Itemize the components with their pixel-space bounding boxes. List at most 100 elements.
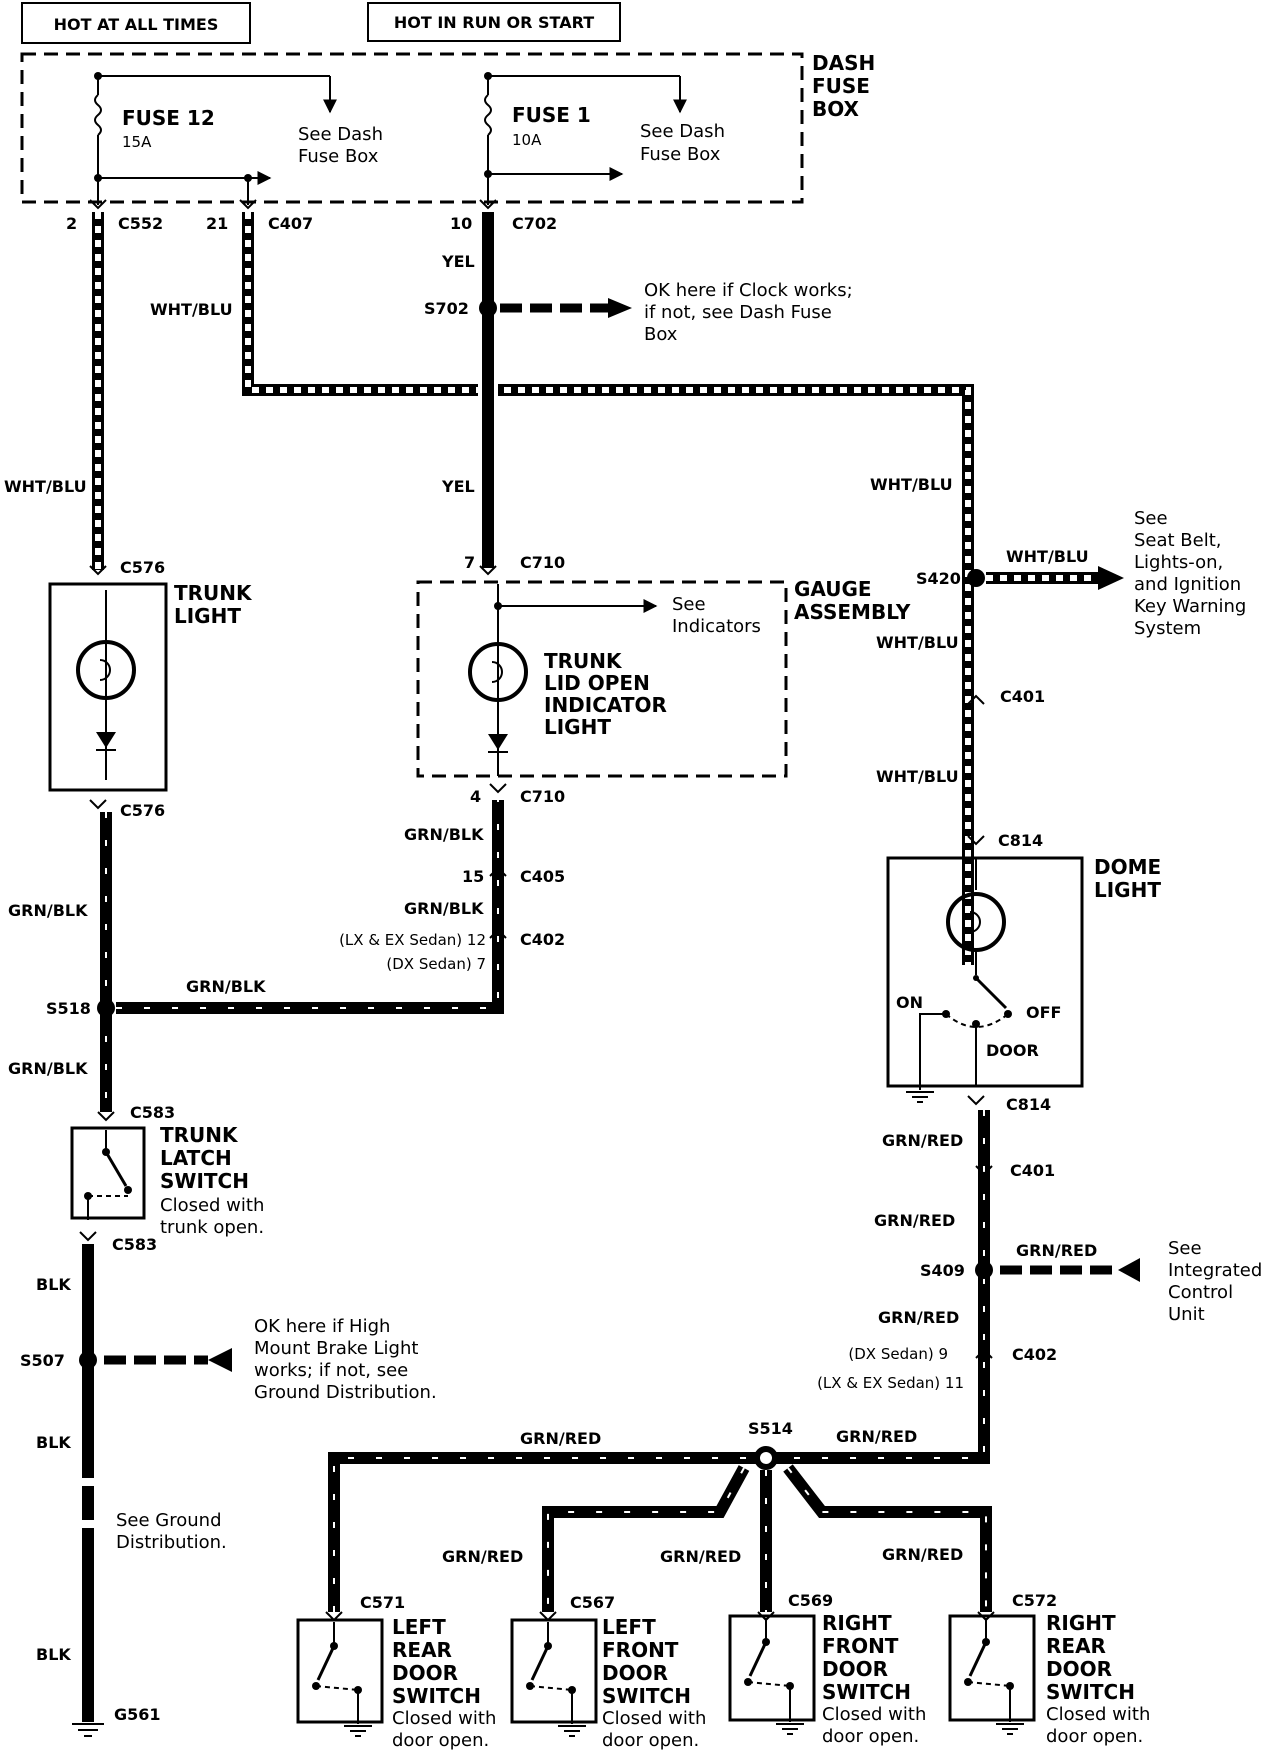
wire-grn-red-right: GRN/RED C401 GRN/RED GRN/RED (DX Sedan) …	[770, 1110, 1057, 1464]
svg-text:HOT IN RUN OR START: HOT IN RUN OR START	[394, 13, 594, 32]
svg-text:C576: C576	[120, 558, 165, 577]
svg-text:LEFT: LEFT	[392, 1615, 446, 1639]
svg-text:C552: C552	[118, 214, 163, 233]
svg-text:C401: C401	[1010, 1161, 1055, 1180]
wire-wht-blu-c552: WHT/BLU	[4, 212, 104, 570]
svg-text:4: 4	[470, 787, 481, 806]
svg-text:10A: 10A	[512, 131, 542, 149]
gauge-assembly: 7 C710 GAUGE ASSEMBLY See Indicators TRU…	[416, 553, 911, 806]
svg-text:C567: C567	[570, 1593, 615, 1612]
svg-text:FUSE 12: FUSE 12	[122, 106, 215, 130]
svg-text:DOOR: DOOR	[822, 1657, 888, 1681]
svg-text:ON: ON	[896, 993, 923, 1012]
svg-text:Fuse Box: Fuse Box	[298, 146, 379, 167]
svg-text:DOOR: DOOR	[1046, 1657, 1112, 1681]
svg-text:(LX & EX Sedan) 12: (LX & EX Sedan) 12	[339, 931, 486, 949]
svg-text:LIGHT: LIGHT	[1094, 878, 1161, 902]
svg-text:HOT AT ALL TIMES: HOT AT ALL TIMES	[54, 15, 219, 34]
svg-text:See Dash: See Dash	[640, 121, 725, 142]
svg-text:C710: C710	[520, 787, 565, 806]
svg-text:Unit: Unit	[1168, 1304, 1205, 1325]
svg-text:System: System	[1134, 618, 1201, 639]
svg-text:Closed with: Closed with	[602, 1708, 706, 1729]
header-hot-at-all-times: HOT AT ALL TIMES	[21, 2, 251, 44]
svg-text:TRUNK: TRUNK	[174, 581, 253, 605]
svg-text:G561: G561	[114, 1705, 161, 1724]
splice-s420: S420 WHT/BLU See Seat Belt, Lights-on, a…	[916, 508, 1246, 639]
svg-text:FUSE: FUSE	[812, 74, 870, 98]
svg-text:FUSE 1: FUSE 1	[512, 103, 591, 127]
svg-text:REAR: REAR	[1046, 1634, 1106, 1658]
svg-text:Closed with: Closed with	[160, 1195, 264, 1216]
svg-text:GRN/RED: GRN/RED	[874, 1211, 955, 1230]
svg-text:GRN/RED: GRN/RED	[882, 1545, 963, 1564]
dome-light: C814 DOME LIGHT ON OFF DOOR C814	[886, 831, 1161, 1114]
svg-text:C576: C576	[120, 801, 165, 820]
svg-text:Indicators: Indicators	[672, 616, 761, 637]
fuse-1: FUSE 1 10A See Dash Fuse Box	[484, 72, 725, 205]
left-rear-door-switch: C571 LEFT REAR DOOR SWITCH Closed with d…	[296, 1593, 496, 1751]
svg-text:C702: C702	[512, 214, 557, 233]
svg-text:BLK: BLK	[36, 1433, 71, 1452]
svg-text:DOME: DOME	[1094, 855, 1161, 879]
connector-c401-top: C401	[967, 687, 1045, 706]
svg-text:GRN/RED: GRN/RED	[878, 1308, 959, 1327]
svg-text:DOOR: DOOR	[986, 1041, 1039, 1060]
wire-blk: BLK BLK BLK See Ground Distribution. G56…	[36, 1244, 227, 1737]
right-front-door-switch: C569 RIGHT FRONT DOOR SWITCH Closed with…	[728, 1591, 926, 1747]
svg-text:C710: C710	[520, 553, 565, 572]
svg-text:TRUNK: TRUNK	[160, 1123, 239, 1147]
svg-text:C401: C401	[1000, 687, 1045, 706]
splice-s507: S507 OK here if High Mount Brake Light w…	[20, 1316, 437, 1403]
svg-text:BLK: BLK	[36, 1275, 71, 1294]
svg-text:Closed with: Closed with	[822, 1704, 926, 1725]
svg-text:(LX & EX Sedan) 11: (LX & EX Sedan) 11	[817, 1374, 964, 1392]
svg-text:SWITCH: SWITCH	[822, 1680, 911, 1704]
svg-text:trunk open.: trunk open.	[160, 1217, 264, 1238]
svg-text:Integrated: Integrated	[1168, 1260, 1262, 1281]
svg-text:(DX Sedan) 7: (DX Sedan) 7	[386, 955, 486, 973]
svg-text:REAR: REAR	[392, 1638, 452, 1662]
svg-text:FRONT: FRONT	[602, 1638, 679, 1662]
svg-text:See: See	[1134, 508, 1168, 529]
svg-text:LID OPEN: LID OPEN	[544, 671, 650, 695]
svg-text:FRONT: FRONT	[822, 1634, 899, 1658]
splice-s409: S409 GRN/RED See Integrated Control Unit	[920, 1238, 1262, 1325]
svg-text:door open.: door open.	[822, 1726, 919, 1747]
svg-text:C405: C405	[520, 867, 565, 886]
svg-text:GRN/BLK: GRN/BLK	[186, 977, 266, 996]
svg-text:SWITCH: SWITCH	[392, 1684, 481, 1708]
svg-text:DASH: DASH	[812, 51, 875, 75]
svg-text:C569: C569	[788, 1591, 833, 1610]
svg-text:S507: S507	[20, 1351, 65, 1370]
svg-text:C571: C571	[360, 1593, 405, 1612]
svg-text:C814: C814	[998, 831, 1043, 850]
wire-yel: YEL YEL	[441, 212, 494, 568]
svg-text:GRN/RED: GRN/RED	[660, 1547, 741, 1566]
svg-text:WHT/BLU: WHT/BLU	[1006, 547, 1089, 566]
svg-text:15A: 15A	[122, 133, 152, 151]
svg-text:Control: Control	[1168, 1282, 1233, 1303]
svg-text:BOX: BOX	[812, 97, 860, 121]
svg-text:if not, see Dash Fuse: if not, see Dash Fuse	[644, 302, 832, 323]
svg-text:GAUGE: GAUGE	[794, 577, 872, 601]
svg-text:GRN/BLK: GRN/BLK	[404, 825, 484, 844]
svg-text:C402: C402	[520, 930, 565, 949]
svg-text:WHT/BLU: WHT/BLU	[870, 475, 953, 494]
svg-text:Fuse Box: Fuse Box	[640, 144, 721, 165]
svg-text:SWITCH: SWITCH	[602, 1684, 691, 1708]
svg-text:Distribution.: Distribution.	[116, 1532, 227, 1553]
svg-text:See Ground: See Ground	[116, 1510, 222, 1531]
svg-text:S514: S514	[748, 1419, 793, 1438]
svg-text:Seat Belt,: Seat Belt,	[1134, 530, 1222, 551]
svg-text:S409: S409	[920, 1261, 965, 1280]
svg-text:LEFT: LEFT	[602, 1615, 656, 1639]
svg-text:2: 2	[66, 214, 77, 233]
svg-text:C583: C583	[130, 1103, 175, 1122]
svg-text:door open.: door open.	[602, 1730, 699, 1751]
wire-grn-blk-middle: GRN/BLK 15 C405 GRN/BLK (LX & EX Sedan) …	[339, 825, 565, 973]
svg-text:RIGHT: RIGHT	[1046, 1611, 1116, 1635]
splice-s702: S702 OK here if Clock works; if not, see…	[424, 280, 853, 345]
svg-text:S420: S420	[916, 569, 961, 588]
